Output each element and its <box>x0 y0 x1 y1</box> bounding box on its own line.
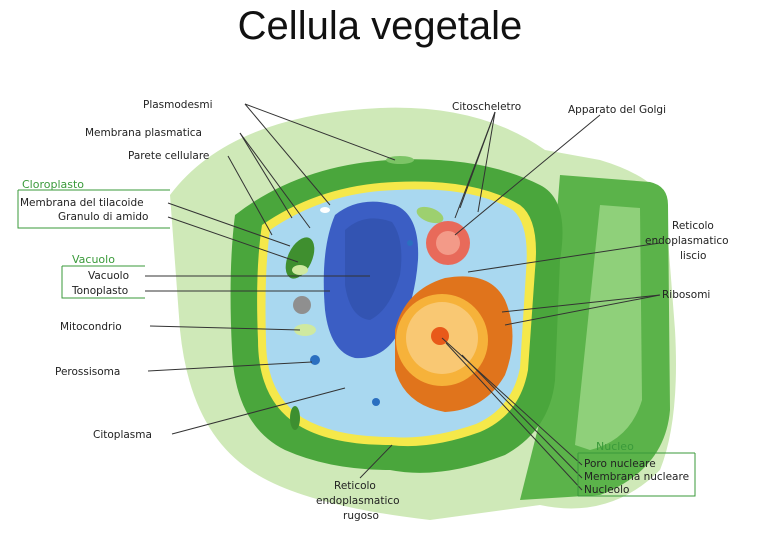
label-tonoplasto: Tonoplasto <box>71 285 128 297</box>
label-reticolo-rugoso-2: endoplasmatico <box>316 495 400 507</box>
golgi-inner <box>436 231 460 255</box>
label-vacuolo: Vacuolo <box>88 270 129 282</box>
label-nucleo: Nucleo <box>596 440 634 453</box>
label-parete-cellulare: Parete cellulare <box>128 150 209 162</box>
label-citoplasma: Citoplasma <box>93 429 152 441</box>
vesicle <box>407 240 413 246</box>
label-membrana-tilacoide: Membrana del tilacoide <box>20 197 144 209</box>
label-plasmodesmi: Plasmodesmi <box>143 99 213 111</box>
wall-pit <box>290 406 300 430</box>
label-vacuolo-group: Vacuolo <box>72 253 115 266</box>
label-ribosomi: Ribosomi <box>662 289 710 301</box>
mitochondrion-2 <box>292 265 308 275</box>
label-perossisoma: Perossisoma <box>55 366 120 378</box>
label-reticolo-rugoso-1: Reticolo <box>334 480 376 492</box>
label-reticolo-liscio-1: Reticolo <box>672 220 714 232</box>
label-reticolo-rugoso-3: rugoso <box>343 510 379 522</box>
label-membrana-nucleare: Membrana nucleare <box>584 471 689 483</box>
label-reticolo-liscio-3: liscio <box>680 250 706 262</box>
plasmodesma-pit <box>386 156 414 164</box>
label-granulo-amido: Granulo di amido <box>58 211 148 223</box>
label-membrana-plasmatica: Membrana plasmatica <box>85 127 202 139</box>
peroxisome <box>310 355 320 365</box>
label-reticolo-liscio-2: endoplasmatico <box>645 235 729 247</box>
starch-granule <box>293 296 311 314</box>
label-nucleolo: Nucleolo <box>584 484 629 496</box>
label-mitocondrio: Mitocondrio <box>60 321 122 333</box>
label-poro-nucleare: Poro nucleare <box>584 458 656 470</box>
label-golgi: Apparato del Golgi <box>568 104 666 116</box>
label-cloroplasto: Cloroplasto <box>22 178 84 191</box>
vesicle <box>372 398 380 406</box>
label-citoscheletro: Citoscheletro <box>452 101 521 113</box>
plasmodesma-pit-2 <box>320 207 330 213</box>
